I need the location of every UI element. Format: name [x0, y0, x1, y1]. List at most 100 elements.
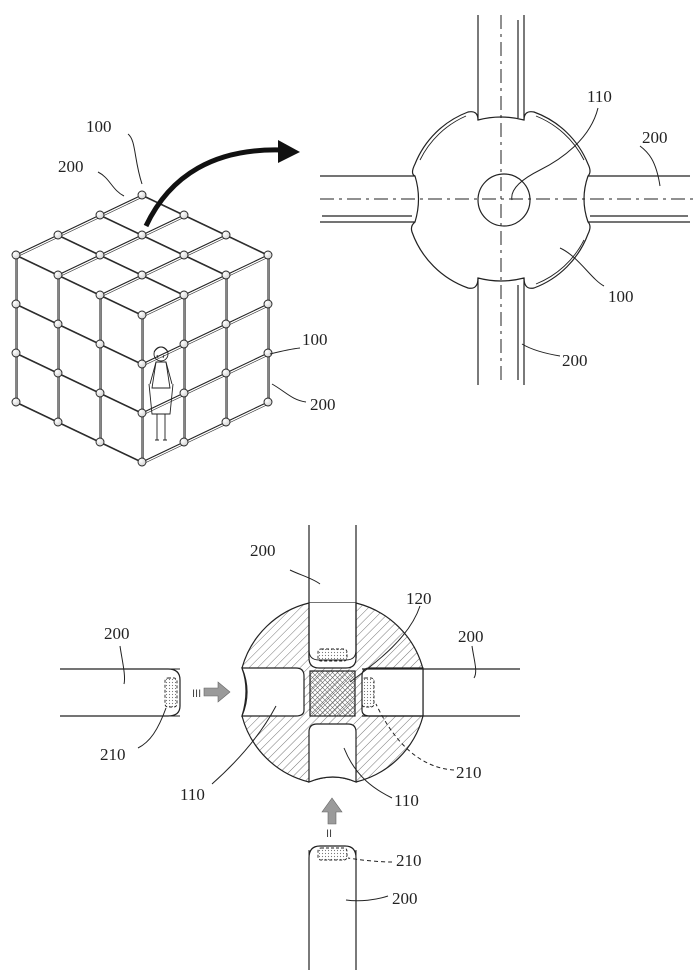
label-hub-rod-200-right: 200 — [642, 128, 668, 147]
cube-rod — [141, 254, 185, 276]
cube-rod — [143, 236, 186, 257]
cube-node — [11, 299, 21, 309]
cube-nodes — [11, 190, 273, 467]
label-tip-210-left: 210 — [100, 745, 126, 764]
cube-rod — [57, 234, 101, 256]
cube-rod — [183, 323, 227, 345]
cube-node — [95, 339, 105, 349]
label-rod-200-top: 200 — [58, 157, 84, 176]
label-node-100-top: 100 — [86, 117, 112, 136]
cube-node — [263, 397, 273, 407]
cube-rod — [185, 325, 228, 346]
cube-rod — [99, 343, 143, 365]
conn-rod-left — [60, 668, 181, 717]
cube-rod — [59, 325, 102, 346]
label-node-100-side: 100 — [302, 330, 328, 349]
cube-node — [179, 388, 189, 398]
cube-rod — [59, 374, 102, 395]
cube-rod — [15, 303, 59, 325]
cube-rod — [143, 196, 186, 217]
label-conn-rod-200-left: 200 — [104, 624, 130, 643]
cube-node — [11, 250, 21, 260]
cube-node — [137, 190, 147, 200]
cube-rod — [15, 234, 59, 256]
conn-rod-right — [362, 668, 520, 717]
cube-rod — [141, 274, 185, 296]
cube-rod — [99, 392, 143, 414]
cube-rod — [141, 214, 185, 236]
cube-rod — [143, 216, 186, 237]
cube-rod — [141, 392, 185, 414]
center-block — [309, 670, 356, 717]
label-hub-rod-200-bottom: 200 — [562, 351, 588, 370]
cube-rod — [141, 294, 185, 316]
cube-rod — [17, 256, 60, 277]
cube-node — [137, 310, 147, 320]
cube-rod — [17, 403, 60, 424]
cube-node — [179, 250, 189, 260]
insert-arrow-bottom: II — [321, 797, 343, 840]
cube-rod — [141, 441, 185, 463]
hub-rod-top — [477, 15, 525, 120]
label-center-120: 120 — [406, 589, 432, 608]
cube-rod — [17, 354, 60, 375]
cube-rod — [57, 372, 101, 394]
connector-detail: III II 200 120 200 200 210 210 110 110 2… — [60, 525, 520, 970]
cube-rod — [141, 234, 185, 256]
cube-rod — [185, 256, 228, 277]
cube-rod — [101, 394, 144, 415]
cube-rod — [143, 394, 186, 415]
cube-rod — [17, 305, 60, 326]
cube-rod — [141, 194, 185, 216]
cube-rod — [99, 274, 143, 296]
label-conn-rod-200-top: 200 — [250, 541, 276, 560]
cube-rod — [185, 374, 228, 395]
cube-node — [53, 319, 63, 329]
cube-node — [221, 417, 231, 427]
lattice-cube-structure: 100 200 100 200 — [11, 117, 336, 467]
label-hole-110: 110 — [587, 87, 612, 106]
cube-rod — [185, 216, 228, 237]
hub-rod-bottom — [477, 278, 525, 385]
hub-sphere-body — [410, 111, 591, 289]
cube-rod — [101, 216, 144, 237]
cube-rod — [227, 354, 270, 375]
tip-top — [317, 648, 348, 662]
cube-rod — [183, 254, 227, 276]
cube-node — [53, 230, 63, 240]
cube-rod — [143, 276, 186, 297]
arrow-mark-bottom: II — [326, 828, 332, 840]
cube-node — [95, 388, 105, 398]
cube-rod — [57, 254, 101, 276]
cube-rod — [57, 214, 101, 236]
detail-arrow — [143, 140, 300, 228]
cube-rod — [183, 372, 227, 394]
cube-rod — [101, 443, 144, 464]
cube-rod — [59, 236, 102, 257]
cube-node — [137, 457, 147, 467]
cube-rod — [225, 303, 269, 325]
tip-bottom — [317, 847, 348, 861]
cube-rod — [101, 196, 144, 217]
cube-node — [95, 250, 105, 260]
cube-node — [263, 299, 273, 309]
hub-rod-left — [320, 175, 415, 223]
cube-rod — [59, 256, 102, 277]
cube-rod — [101, 296, 144, 317]
cube-node — [53, 368, 63, 378]
cube-node — [95, 210, 105, 220]
cube-rods — [15, 194, 270, 464]
label-tip-210-bottom: 210 — [396, 851, 422, 870]
label-socket-110-left: 110 — [180, 785, 205, 804]
insert-arrow-left: III — [192, 681, 231, 703]
cube-rod — [143, 443, 186, 464]
cube-rod — [99, 441, 143, 463]
cube-rod — [225, 352, 269, 374]
cube-rod — [15, 352, 59, 374]
cube-rod — [57, 274, 101, 296]
tip-left — [164, 677, 178, 708]
cube-rod — [227, 305, 270, 326]
cube-node — [263, 348, 273, 358]
cube-rod — [17, 236, 60, 257]
